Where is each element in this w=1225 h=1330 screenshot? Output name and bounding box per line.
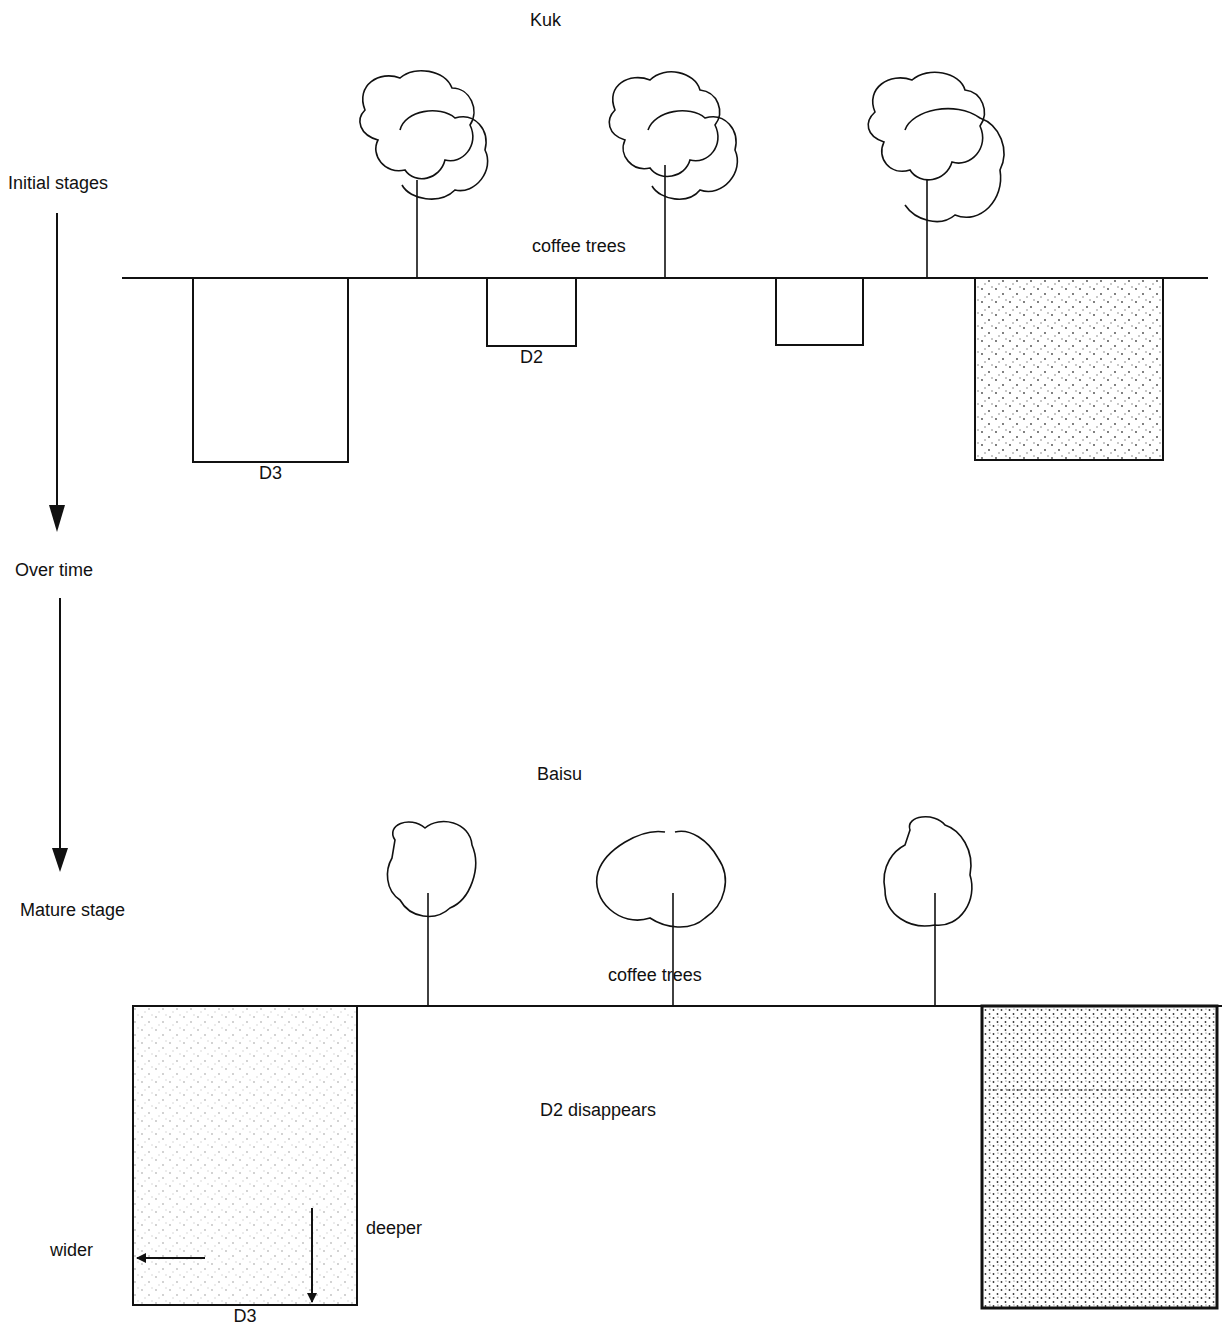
tree-label: coffee trees (608, 965, 702, 985)
coffee-tree (884, 817, 972, 1006)
tree-label: coffee trees (532, 236, 626, 256)
drain-shallow (776, 278, 863, 345)
time-arrow (56, 213, 58, 505)
time-arrow (59, 598, 61, 848)
drain-label: D2 (468, 347, 595, 367)
drain-label: D3 (114, 1306, 376, 1326)
arrow-head (52, 848, 68, 872)
note-label: D2 disappears (540, 1100, 656, 1120)
drain-stipple (133, 1006, 357, 1305)
dimension-label: wider (50, 1240, 93, 1260)
drain-filled (982, 1006, 1217, 1308)
wider-arrow (137, 1257, 205, 1259)
coffee-tree (360, 71, 488, 278)
fill-line (988, 1090, 1212, 1091)
drain-box: D3 (192, 277, 349, 463)
time-label: Over time (15, 560, 93, 580)
site-title: Baisu (537, 764, 582, 784)
stage-label: Initial stages (8, 173, 108, 193)
coffee-tree (387, 822, 475, 1006)
drain-label: D3 (174, 463, 367, 483)
coffee-tree (609, 72, 737, 278)
site-title: Kuk (530, 10, 561, 30)
deeper-arrow (311, 1208, 313, 1302)
coffee-tree (597, 831, 726, 1006)
arrow-head (49, 505, 65, 532)
drain-filled (975, 278, 1163, 460)
dimension-label: deeper (366, 1218, 422, 1238)
coffee-tree (868, 72, 1004, 278)
drain-box: D3 (132, 1005, 358, 1306)
drain-box: D2 (486, 277, 577, 347)
stage-label: Mature stage (20, 900, 125, 920)
